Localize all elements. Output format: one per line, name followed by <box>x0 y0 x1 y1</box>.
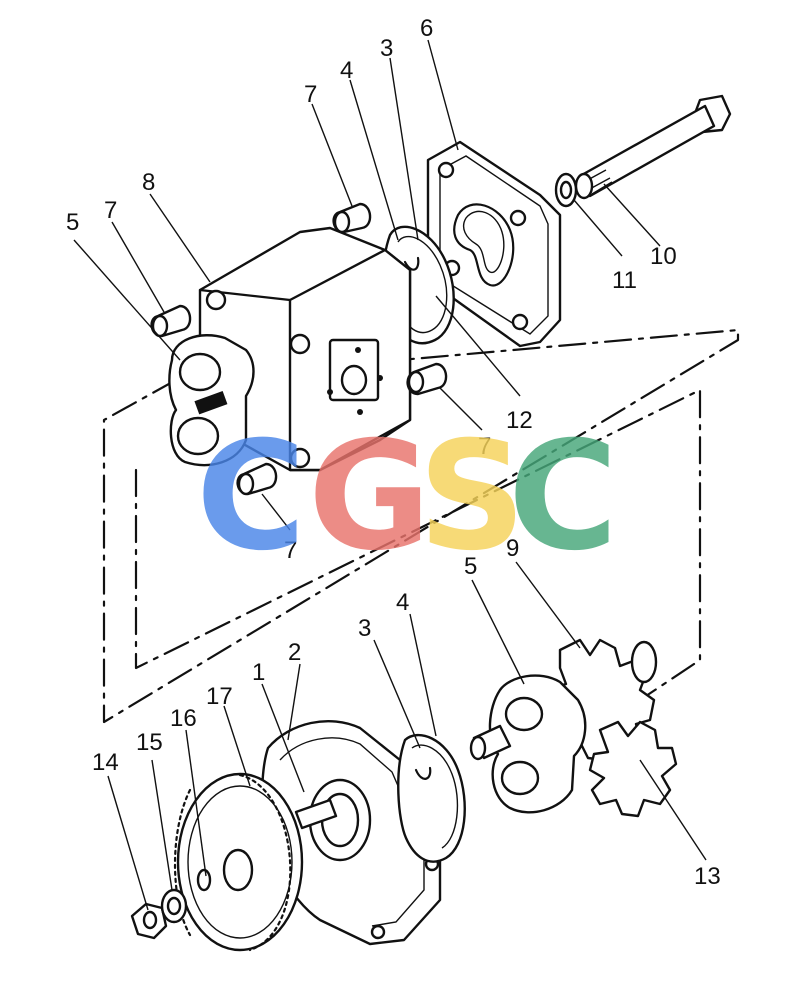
callout-5-lower: 5 <box>464 553 477 580</box>
callout-7-left: 7 <box>104 197 117 224</box>
leader-lines <box>73 39 707 911</box>
callout-4-lower: 4 <box>396 589 409 616</box>
callout-1: 1 <box>252 659 265 686</box>
watermark-letter-c1: C <box>196 410 306 584</box>
gear-set <box>469 638 678 818</box>
callout-4-upper: 4 <box>340 57 353 84</box>
seal-ring-lower <box>397 733 466 863</box>
assembly-outline <box>102 328 740 724</box>
watermark-letter-s: S <box>418 410 526 584</box>
callout-12: 12 <box>506 407 533 434</box>
callout-3-lower: 3 <box>358 615 371 642</box>
nut <box>130 902 168 940</box>
callout-6: 9 <box>506 535 519 562</box>
callout-17: 17 <box>206 683 233 710</box>
watermark-letter-c2: C <box>508 410 618 584</box>
watermark-logo: C G S C <box>196 410 618 584</box>
callout-15: 15 <box>136 729 163 756</box>
callout-14: 14 <box>92 749 119 776</box>
drive-gear <box>173 772 338 952</box>
woodruff-key <box>196 868 212 892</box>
pump-body <box>198 226 412 472</box>
callout-11: 11 <box>612 267 637 294</box>
callout-10: 10 <box>650 243 677 270</box>
bushing-block-upper <box>168 334 255 467</box>
callout-labels: 6 3 4 7 8 7 5 10 11 12 7 7 5 9 3 4 2 1 1… <box>66 15 721 890</box>
callout-8: 8 <box>142 169 155 196</box>
callout-7-bottom: 7 <box>284 537 297 564</box>
callout-2: 2 <box>288 639 301 666</box>
callout-3-upper: 3 <box>380 35 393 62</box>
callout-9: 6 <box>420 15 433 42</box>
end-cover <box>426 140 562 348</box>
callout-5-upper: 5 <box>66 209 79 236</box>
front-cover <box>260 720 442 946</box>
callout-7-top: 7 <box>304 81 317 108</box>
callout-13: 13 <box>694 863 721 890</box>
callout-16: 16 <box>170 705 197 732</box>
dowel-pin <box>150 202 448 496</box>
callout-7-right: 7 <box>478 433 491 460</box>
lock-washer <box>160 888 188 924</box>
washer <box>554 172 578 208</box>
bolt <box>574 94 732 200</box>
watermark-letter-g: G <box>308 410 431 584</box>
